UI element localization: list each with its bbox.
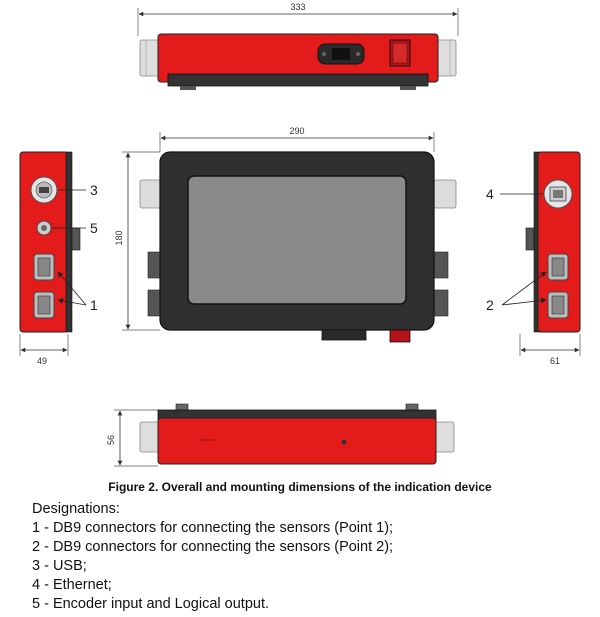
bottom-housing: [157, 417, 437, 465]
designations-title: Designations:: [32, 501, 120, 517]
designation-item: 1 - DB9 connectors for connecting the se…: [32, 520, 394, 536]
top-width-label: 333: [290, 2, 305, 12]
figure-caption: Figure 2. Overall and mounting dimension…: [108, 480, 492, 494]
top-left-connector: [139, 39, 161, 77]
designation-item: 2 - DB9 connectors for connecting the se…: [32, 539, 394, 555]
designations-list: Designations: 1 - DB9 connectors for con…: [32, 500, 592, 614]
callout-usb: 3: [90, 182, 98, 198]
top-back-plate: [167, 73, 429, 87]
designation-item: 4 - Ethernet;: [32, 577, 112, 593]
left-depth-label: 49: [37, 356, 47, 366]
indicator-led: [341, 439, 347, 445]
technical-drawing: 333 290 180: [19, 2, 581, 467]
front-width-label: 290: [289, 126, 304, 136]
bottom-view: 56: [106, 403, 455, 467]
bottom-power-socket: [321, 329, 367, 341]
bottom-right-connector: [433, 421, 455, 453]
top-right-connector: [435, 39, 457, 77]
designation-item: 5 - Encoder input and Logical output.: [32, 596, 269, 612]
callout-db9-right: 2: [486, 297, 494, 313]
display-screen: [187, 175, 407, 305]
front-height-label: 180: [114, 230, 124, 245]
front-view: 290 180: [114, 126, 457, 343]
bottom-power-switch: [389, 329, 411, 343]
left-side-view: 49 3 5 1: [19, 151, 98, 366]
bottom-height-label: 56: [106, 435, 116, 445]
right-depth-label: 61: [550, 356, 560, 366]
right-side-view: 61 4 2: [486, 151, 581, 366]
designation-item: 3 - USB;: [32, 558, 87, 574]
callout-encoder: 5: [90, 220, 98, 236]
callout-ethernet: 4: [486, 186, 494, 202]
bottom-left-connector: [139, 421, 161, 453]
top-view: 333: [137, 2, 459, 90]
callout-db9-left: 1: [90, 297, 98, 313]
